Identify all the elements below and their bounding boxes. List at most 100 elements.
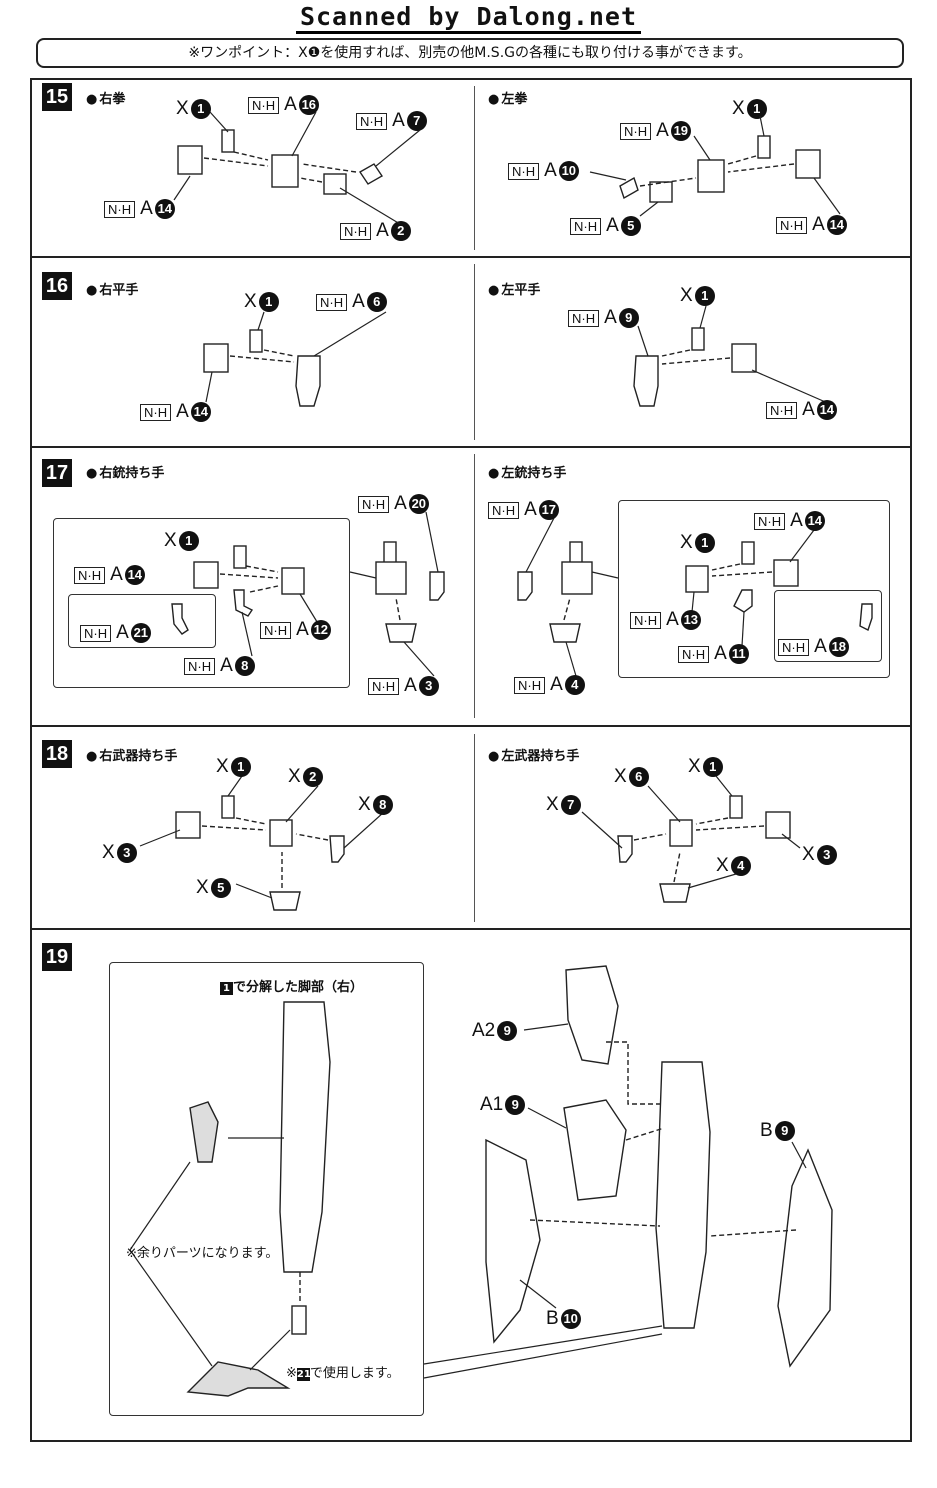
leader-line — [129, 1161, 191, 1251]
step-17-left-title: 右銃持ち手 — [86, 462, 164, 481]
assembly-arrow — [233, 151, 269, 161]
divider — [32, 256, 910, 258]
part-stand-base — [186, 1361, 291, 1397]
assembly-arrow — [529, 1219, 661, 1227]
leader-line — [227, 775, 243, 797]
leader-line — [687, 873, 737, 889]
leader-line — [235, 883, 273, 899]
leader-line — [699, 305, 707, 329]
part-a14 — [773, 559, 799, 587]
part-x1 — [757, 135, 771, 159]
part-leg-right — [279, 1001, 331, 1273]
assembly-arrow — [695, 817, 729, 825]
subassembly-box-right-gun-hand — [53, 518, 350, 688]
assembly-arrow — [201, 825, 267, 831]
part-spare — [189, 1101, 219, 1163]
leader-line — [715, 775, 733, 797]
leader-line — [375, 129, 421, 167]
part-x8 — [329, 835, 345, 863]
part-x1 — [233, 545, 247, 569]
leader-line — [647, 785, 681, 823]
part-a5 — [649, 181, 673, 203]
part-a1-9 — [563, 1099, 627, 1201]
part-a2 — [323, 173, 347, 195]
leader-line — [519, 1279, 557, 1309]
column-divider — [474, 454, 475, 718]
assembly-arrow — [229, 355, 295, 363]
callout-line — [349, 571, 377, 579]
part-x1-assembled — [569, 541, 583, 565]
part-assembled-hand — [375, 561, 407, 595]
assembly-arrow — [727, 163, 795, 173]
leader-line — [525, 517, 555, 573]
leader-line — [425, 511, 439, 573]
part-a10 — [619, 176, 639, 200]
assembly-arrow — [563, 597, 571, 621]
leader-line — [139, 829, 181, 847]
leader-line — [343, 811, 385, 849]
part-a4 — [549, 623, 581, 643]
step-18-right-title: 左武器持ち手 — [488, 745, 579, 764]
leader-line — [173, 175, 191, 201]
leader-line — [781, 833, 801, 849]
callout-line — [591, 571, 619, 579]
leader-line — [257, 311, 265, 331]
leader-line — [129, 1249, 213, 1367]
subassembly-inner-box — [774, 590, 882, 662]
leader-line — [209, 111, 229, 133]
leader-line — [581, 811, 623, 849]
part-a7 — [359, 163, 383, 185]
leader-line — [691, 591, 695, 613]
leader-line — [565, 641, 577, 677]
part-x4 — [659, 883, 691, 903]
part-a2-9 — [565, 965, 619, 1065]
part-a13 — [685, 565, 709, 593]
part-x5 — [269, 891, 301, 911]
assembly-arrow — [711, 571, 773, 577]
assembly-arrow — [625, 1127, 665, 1141]
leader-line — [791, 1141, 807, 1169]
leader-line — [789, 529, 815, 563]
part-x3 — [175, 811, 201, 839]
part-x1 — [249, 329, 263, 353]
usage-note: ※21で使用します。 — [286, 1366, 400, 1381]
column-divider — [474, 734, 475, 922]
assembly-arrow — [249, 585, 279, 593]
leader-line — [205, 371, 213, 403]
assembly-arrow — [395, 597, 401, 621]
part-a16 — [271, 154, 299, 188]
step-15-number: 15 — [42, 83, 72, 111]
part-a3 — [385, 623, 417, 643]
part-a14 — [731, 343, 757, 373]
part-x3 — [765, 811, 791, 839]
leader-line — [527, 1107, 567, 1129]
leader-line — [813, 177, 841, 215]
leader-line — [741, 611, 745, 647]
divider — [32, 446, 910, 448]
leader-line — [759, 115, 765, 137]
assembly-arrow — [661, 357, 731, 365]
